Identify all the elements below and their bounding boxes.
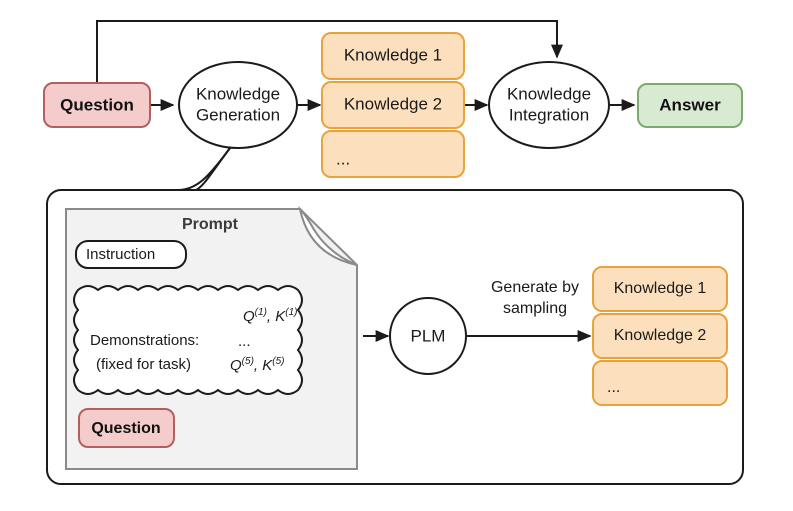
demonstration-row-3: Q(5), K(5)	[230, 356, 285, 374]
demo-row-3-q-sup: (5)	[242, 356, 254, 367]
plm-node[interactable]: PLM	[389, 297, 467, 375]
knowledge-item-bottom-3-label: ...	[607, 379, 620, 396]
question-node-label: Question	[60, 95, 134, 114]
knowledge-item-top-3[interactable]: ...	[321, 130, 465, 178]
demo-row-3-k-sup: (5)	[272, 356, 284, 367]
demo-row-1-sep: ,	[267, 308, 275, 325]
knowledge-list-bottom: Knowledge 1 Knowledge 2 ...	[592, 266, 728, 406]
knowledge-generation-label-line2: Generation	[196, 105, 280, 124]
instruction-node[interactable]: Instruction	[75, 240, 187, 269]
knowledge-item-top-3-label: ...	[336, 149, 350, 168]
callout-tail	[177, 147, 231, 191]
demo-row-1-q: Q	[243, 308, 255, 325]
demo-row-1-q-sup: (1)	[255, 307, 267, 318]
demonstrations-label-line1: Demonstrations:	[90, 332, 199, 349]
instruction-label: Instruction	[86, 246, 155, 263]
demo-row-3-q: Q	[230, 357, 242, 374]
knowledge-integration-label-line1: Knowledge	[507, 84, 591, 103]
demo-row-3-sep: ,	[254, 357, 262, 374]
plm-label: PLM	[411, 326, 446, 345]
knowledge-item-bottom-2-label: Knowledge 2	[614, 327, 707, 344]
answer-node[interactable]: Answer	[637, 83, 743, 128]
prompt-question-node[interactable]: Question	[78, 408, 175, 448]
knowledge-item-bottom-2[interactable]: Knowledge 2	[592, 313, 728, 359]
demonstration-row-1: Q(1), K(1)	[243, 307, 298, 325]
feedback-edge-question-to-integration	[96, 20, 563, 83]
generate-label-line2: sampling	[503, 300, 567, 317]
knowledge-integration-node[interactable]: Knowledge Integration	[488, 61, 610, 149]
knowledge-list-top: Knowledge 1 Knowledge 2 ...	[321, 32, 465, 178]
prompt-title: Prompt	[182, 216, 239, 233]
demonstration-row-2: ...	[238, 333, 251, 350]
demonstrations-label-line2: (fixed for task)	[96, 356, 191, 373]
question-node[interactable]: Question	[43, 82, 151, 128]
prompt-question-label: Question	[91, 420, 160, 437]
generate-label-line1: Generate by	[491, 279, 579, 296]
knowledge-item-top-1-label: Knowledge 1	[344, 45, 442, 64]
demo-row-1-k: K	[275, 308, 286, 325]
knowledge-item-top-1[interactable]: Knowledge 1	[321, 32, 465, 80]
knowledge-integration-label-line2: Integration	[509, 105, 589, 124]
demo-row-1-k-sup: (1)	[285, 307, 297, 318]
answer-node-label: Answer	[659, 95, 721, 114]
knowledge-item-top-2-label: Knowledge 2	[344, 94, 442, 113]
knowledge-generation-node[interactable]: Knowledge Generation	[178, 61, 298, 149]
demo-row-2-q: ...	[238, 333, 251, 350]
knowledge-item-top-2[interactable]: Knowledge 2	[321, 81, 465, 129]
knowledge-item-bottom-3[interactable]: ...	[592, 360, 728, 406]
knowledge-item-bottom-1-label: Knowledge 1	[614, 280, 707, 297]
demo-row-3-k: K	[262, 357, 273, 374]
demonstrations-box[interactable]: Demonstrations: (fixed for task) Q(1), K…	[73, 285, 303, 395]
knowledge-generation-label-line1: Knowledge	[196, 84, 280, 103]
knowledge-item-bottom-1[interactable]: Knowledge 1	[592, 266, 728, 312]
edge-plm-to-knowledge: Generate by sampling	[467, 279, 592, 342]
